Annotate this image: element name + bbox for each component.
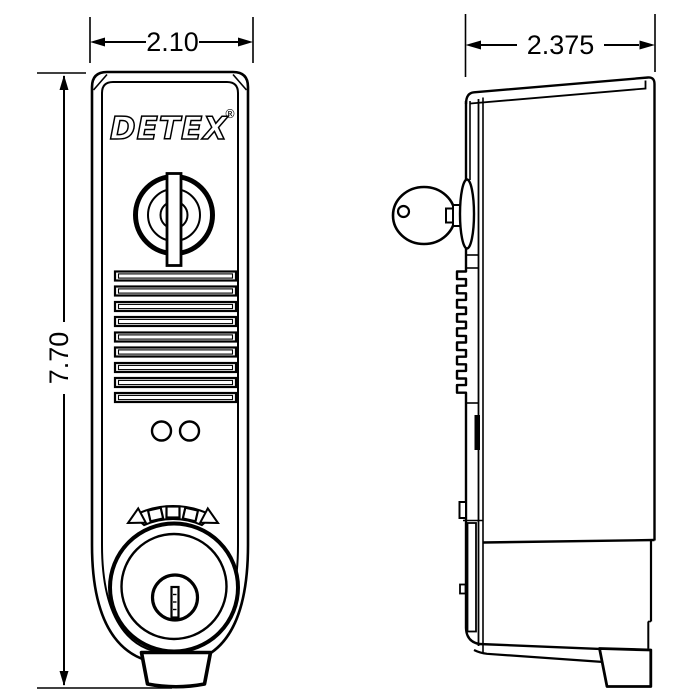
rotation-arrowhead-right-icon bbox=[198, 506, 220, 525]
registered-trademark-icon: ® bbox=[224, 107, 236, 121]
cylinder-mid-ring bbox=[120, 532, 228, 641]
rotation-notch bbox=[181, 506, 200, 523]
rotation-notch bbox=[146, 506, 165, 523]
rotation-arrowhead-left-icon bbox=[126, 506, 148, 525]
led-right bbox=[178, 420, 201, 442]
front-width-value: 2.10 bbox=[146, 27, 199, 57]
grille-slot-inner bbox=[117, 288, 234, 294]
face-nub bbox=[459, 583, 467, 595]
bolt-bar bbox=[474, 415, 480, 450]
detex-logo: DETEX ® bbox=[109, 107, 236, 148]
side-view: 2.375 bbox=[391, 14, 656, 688]
grille-slot bbox=[113, 361, 238, 374]
arrowhead-up-icon bbox=[59, 75, 69, 90]
grille-slot bbox=[113, 285, 238, 297]
led-left bbox=[150, 420, 173, 442]
grille-slot bbox=[113, 331, 238, 343]
front-height-value: 7.70 bbox=[44, 332, 74, 385]
front-view: 2.10 7.70 DETEX ® bbox=[37, 17, 254, 689]
grille-slot-inner bbox=[117, 334, 234, 340]
led-indicators bbox=[150, 420, 201, 442]
top-edge-inner-line bbox=[470, 80, 647, 105]
rotation-notch bbox=[165, 505, 181, 519]
key-with-cylinder bbox=[391, 178, 476, 250]
side-mounting-tab bbox=[598, 647, 653, 688]
bottom-inner-edge bbox=[473, 649, 604, 664]
key-turn-blade bbox=[165, 172, 183, 267]
grille-slot-inner bbox=[117, 394, 234, 401]
grille-slot bbox=[113, 315, 238, 328]
front-height-dimension: 7.70 bbox=[37, 72, 172, 689]
rotation-indicator-arrow bbox=[126, 505, 220, 527]
lower-face-plate bbox=[466, 522, 477, 633]
side-face-edge-with-serrations bbox=[455, 101, 651, 653]
speaker-grille bbox=[113, 270, 238, 404]
grille-slot bbox=[113, 270, 238, 282]
grille-slot-inner bbox=[117, 318, 234, 325]
side-top-and-back-edge bbox=[464, 76, 656, 541]
cylinder-collar bbox=[458, 178, 476, 250]
housing-divider-line bbox=[482, 538, 655, 544]
bottom-lock-cylinder bbox=[108, 521, 240, 654]
face-nub bbox=[458, 501, 467, 519]
grille-slot-inner bbox=[117, 303, 234, 310]
front-mounting-tab bbox=[139, 650, 213, 689]
corner-chamfer bbox=[232, 73, 248, 91]
arrowhead-left-icon bbox=[90, 37, 105, 47]
arrowhead-down-icon bbox=[59, 671, 69, 686]
grille-slot bbox=[113, 376, 238, 389]
brand-logo-text: DETEX bbox=[110, 111, 229, 147]
grille-slot bbox=[113, 346, 238, 358]
arrowhead-right-icon bbox=[238, 37, 253, 47]
side-depth-value: 2.375 bbox=[527, 30, 595, 60]
grille-slot-inner bbox=[117, 273, 234, 279]
arrowhead-right-icon bbox=[639, 40, 655, 50]
grille-slot-inner bbox=[117, 379, 234, 386]
side-depth-dimension: 2.375 bbox=[464, 14, 656, 77]
grille-slot bbox=[113, 391, 238, 404]
front-width-dimension: 2.10 bbox=[89, 17, 254, 63]
side-body-outline bbox=[455, 76, 656, 688]
key-head-hole bbox=[396, 204, 411, 219]
top-keyswitch bbox=[133, 172, 215, 267]
grille-slot-inner bbox=[117, 364, 234, 371]
arrowhead-left-icon bbox=[465, 40, 481, 50]
grille-slot-inner bbox=[117, 349, 234, 355]
corner-chamfer bbox=[92, 73, 108, 91]
grille-slot bbox=[113, 300, 238, 313]
